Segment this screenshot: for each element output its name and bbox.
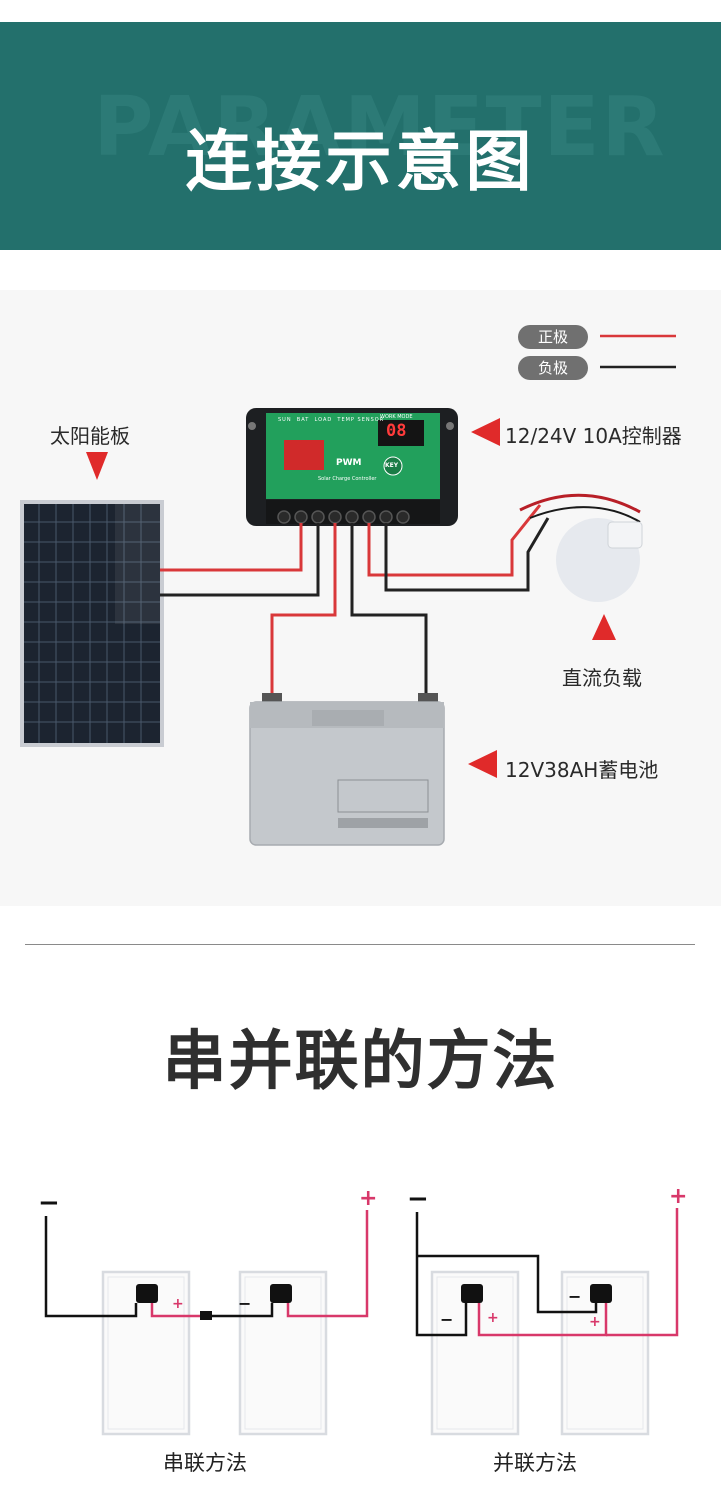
series-connector-icon	[200, 1311, 212, 1320]
series-caption: 串联方法	[163, 1451, 247, 1475]
series-panel-1	[101, 1270, 191, 1436]
parallel-panel1-minus: −	[440, 1310, 454, 1329]
battery-positive-wire	[270, 523, 337, 702]
controller-pwm: PWM	[336, 458, 362, 468]
arrow-battery-icon	[468, 750, 497, 778]
series-terminal-plus: +	[359, 1186, 378, 1211]
parallel-panel-1	[430, 1270, 520, 1436]
series-positive-wire	[286, 1210, 369, 1318]
led-bulb-icon	[519, 493, 643, 602]
banner-title: 连接示意图	[185, 123, 536, 200]
controller-display: 08	[386, 421, 407, 441]
series-panel2-minus: −	[238, 1294, 252, 1313]
battery-label: 12V38AH蓄电池	[505, 758, 659, 782]
solar-negative-wire	[160, 523, 320, 597]
load-negative-wire	[384, 517, 550, 592]
parallel-terminal-minus: −	[407, 1184, 429, 1214]
series-panel-2	[238, 1270, 328, 1436]
parallel-panel2-minus: −	[568, 1287, 582, 1306]
parallel-negative-link	[417, 1254, 598, 1314]
controller-key: KEY	[385, 462, 399, 469]
solar-panel-icon	[20, 500, 164, 747]
charge-controller-icon	[246, 408, 458, 526]
controller-top-labels: SUN BAT LOAD TEMP SENSOR	[278, 417, 385, 423]
banner-watermark: PARAMETER	[93, 80, 667, 175]
parallel-panel1-plus: +	[487, 1310, 499, 1326]
load-label: 直流负载	[562, 666, 642, 690]
header-banner: PARAMETER 连接示意图	[0, 22, 721, 250]
parallel-terminal-plus: +	[669, 1184, 688, 1209]
controller-subtitle: Solar Charge Controller	[318, 476, 377, 482]
section-divider	[25, 944, 695, 945]
controller-label: 12/24V 10A控制器	[505, 424, 682, 448]
series-positive-link	[150, 1303, 205, 1318]
wiring-illustration	[20, 334, 676, 846]
controller-mode-label: WORK MODE	[380, 414, 413, 420]
arrow-controller-icon	[471, 418, 500, 446]
series-panel1-plus: +	[172, 1296, 184, 1312]
section2-title: 串并联的方法	[162, 1025, 559, 1099]
legend-negative-badge: 负极	[518, 356, 588, 380]
arrow-load-icon	[592, 614, 616, 640]
arrow-solar-icon	[86, 452, 108, 480]
parallel-caption: 并联方法	[493, 1451, 577, 1475]
series-negative-wire	[44, 1216, 138, 1318]
battery-negative-wire	[350, 523, 428, 702]
parallel-panel2-plus: +	[589, 1314, 601, 1330]
load-positive-wire	[367, 504, 542, 577]
series-terminal-minus: −	[38, 1188, 60, 1218]
legend-positive-badge: 正极	[518, 325, 588, 349]
series-parallel-illustration	[44, 1208, 679, 1436]
solar-positive-wire	[160, 523, 303, 572]
parallel-panel-2	[560, 1270, 650, 1436]
wiring-diagram: 正极 负极 太阳能板 12/24V 10A控制器 直流负载 12V38AH蓄电池…	[0, 290, 721, 906]
parallel-positive-wire	[606, 1208, 679, 1337]
parallel-negative-wire	[415, 1212, 468, 1337]
series-negative-link	[212, 1303, 274, 1318]
solar-panel-label: 太阳能板	[50, 424, 130, 448]
parallel-positive-link	[477, 1303, 608, 1337]
battery-icon	[249, 693, 445, 846]
